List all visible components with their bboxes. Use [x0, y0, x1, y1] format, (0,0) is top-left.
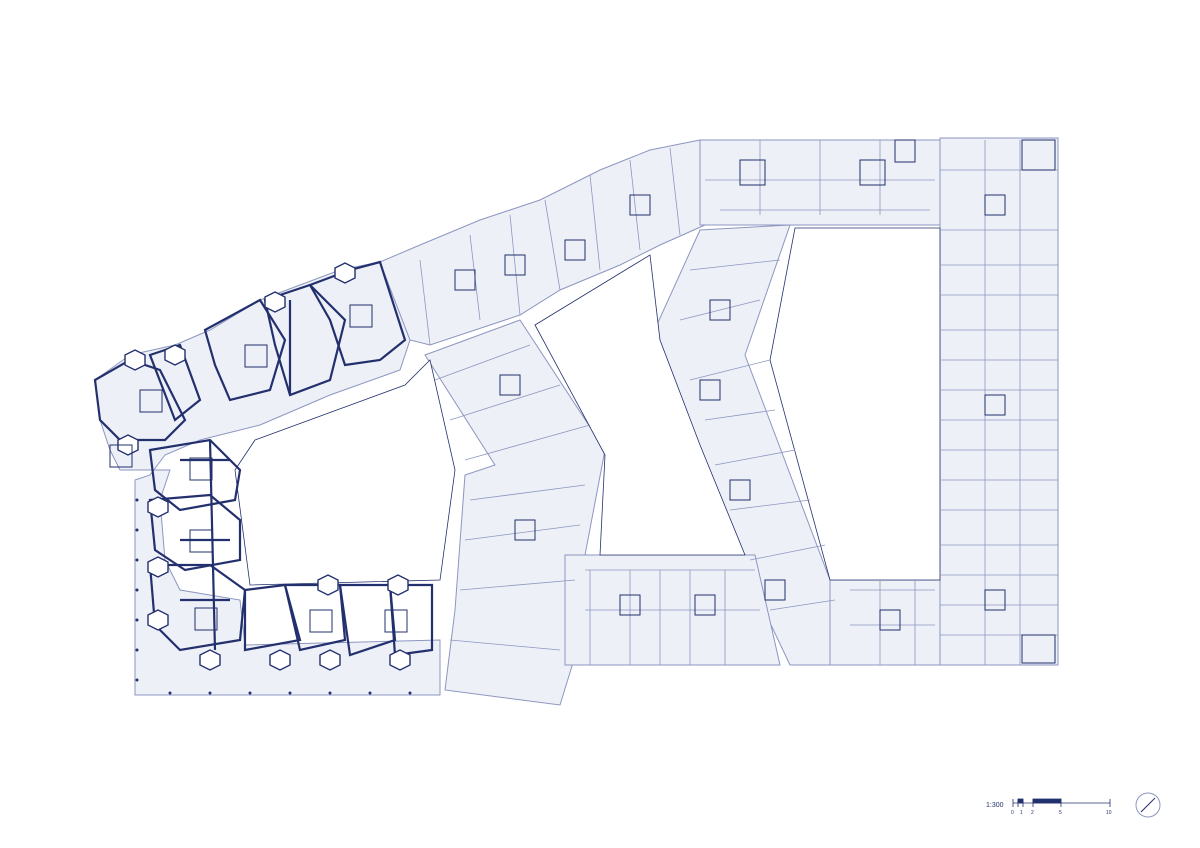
courtyards — [234, 227, 941, 586]
center-courtyard — [534, 254, 746, 556]
scale-bar — [1012, 798, 1111, 807]
scale-tick-10: 10 — [1106, 810, 1112, 816]
octagon-cores — [117, 262, 411, 671]
service-cores — [109, 139, 1056, 664]
center-v-left — [424, 319, 606, 706]
scale-tick-2: 2 — [1031, 810, 1034, 816]
perimeter-columns — [135, 498, 412, 695]
east-wing-footprint — [939, 137, 1059, 666]
west-wing-footprint — [94, 261, 441, 696]
scale-ratio-label: 1:300 — [986, 802, 1004, 809]
scale-tick-1: 1 — [1020, 810, 1023, 816]
scale-tick-5: 5 — [1059, 810, 1062, 816]
north-arrow-icon — [1135, 792, 1161, 818]
south-east-block — [829, 579, 941, 666]
unit-partitions — [419, 140, 1058, 665]
scale-tick-0: 0 — [1011, 810, 1014, 816]
